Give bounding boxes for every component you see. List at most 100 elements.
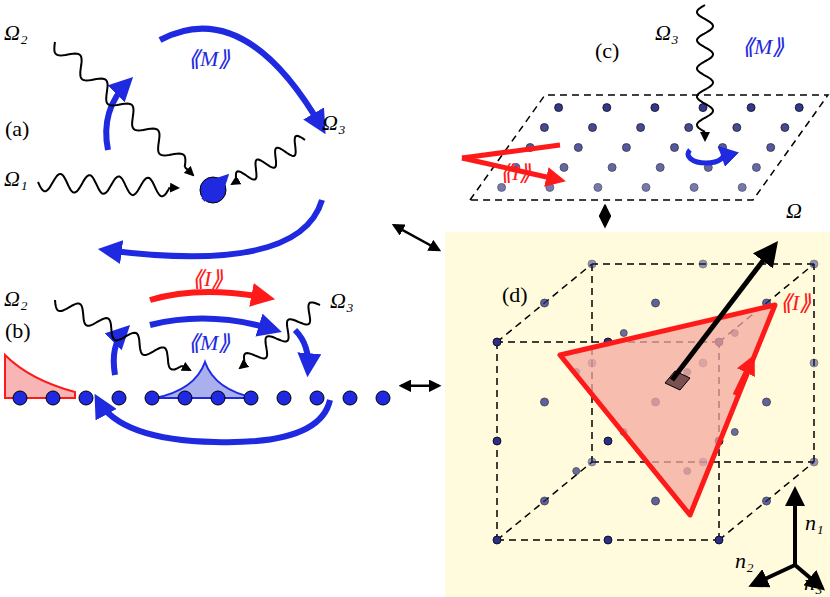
symbol-label: Ω₃	[330, 290, 354, 312]
site-dot	[498, 183, 506, 191]
light-wave	[55, 300, 182, 370]
site-dot	[747, 104, 755, 112]
panel-label: (c)	[595, 40, 619, 62]
site-dot	[781, 124, 789, 132]
site-dot	[795, 104, 803, 112]
axis-n1	[793, 490, 797, 565]
site-dot	[763, 398, 771, 406]
symbol-label: Ω₃	[655, 22, 679, 44]
site-dot	[541, 497, 549, 505]
red-triangle	[560, 305, 775, 515]
double-arrow	[401, 385, 439, 388]
site-dot	[622, 144, 630, 152]
symbol-label: Ω⃗	[786, 200, 819, 222]
light-waves	[38, 5, 713, 370]
blue-arrow	[98, 400, 330, 442]
site-dot	[112, 391, 126, 405]
light-wave	[54, 42, 185, 167]
wave-arrow	[704, 132, 706, 140]
site-dot	[810, 359, 818, 367]
site-dot	[603, 104, 611, 112]
site-dot	[376, 391, 390, 405]
site-dot	[652, 299, 660, 307]
wave-arrow	[182, 366, 190, 370]
site-dot	[178, 391, 192, 405]
site-dot	[555, 104, 563, 112]
wave-arrow	[170, 187, 178, 189]
symbol-label: ⟪I⟫	[500, 162, 531, 184]
axis-n2	[752, 565, 795, 585]
site-dot	[277, 391, 291, 405]
site-dot	[767, 144, 775, 152]
site-dot	[541, 398, 549, 406]
site-dot	[493, 536, 501, 544]
blue-arrow	[150, 319, 275, 330]
light-wave	[244, 302, 320, 364]
cube-edge	[497, 462, 592, 540]
spin-arrow	[203, 178, 225, 200]
site-dot	[731, 429, 738, 436]
wave-arrow	[185, 167, 193, 175]
site-dot	[546, 183, 554, 191]
site-dot	[752, 163, 760, 171]
blue-arrow	[160, 29, 322, 128]
blue-arrow	[295, 330, 308, 370]
site-chain	[13, 391, 390, 405]
panel: (d)	[445, 232, 830, 597]
site-dot	[244, 391, 258, 405]
blue-circulation	[688, 150, 724, 163]
site-dot	[656, 163, 664, 171]
site-dot	[588, 458, 596, 466]
symbol-label: ⟪M⟫	[188, 48, 230, 70]
site-dot	[715, 536, 723, 544]
panel-a-art	[105, 29, 322, 257]
symbol-label: ⟪I⟫	[192, 268, 223, 290]
site-dot	[13, 391, 27, 405]
cube-edge	[719, 462, 814, 540]
cube-edge	[497, 264, 592, 342]
cube-lattice	[493, 260, 818, 544]
site-dot	[211, 391, 225, 405]
symbol-label: n₂	[735, 550, 754, 572]
symbol-label: Ω₁	[4, 168, 28, 190]
panel-label: (b)	[5, 320, 31, 342]
red-path	[462, 145, 560, 158]
symbol-label: Ω₂	[4, 288, 28, 310]
symbol-label: Ω₃	[322, 112, 346, 134]
site-dot	[642, 183, 650, 191]
double-arrow	[604, 206, 607, 226]
spin-particle	[200, 177, 226, 203]
panel-d-ground	[445, 232, 830, 597]
site-dot	[738, 183, 746, 191]
site-dot	[620, 330, 627, 337]
site-dot	[810, 260, 818, 268]
site-dot	[310, 391, 324, 405]
panel-c-art	[462, 95, 828, 200]
light-wave	[38, 174, 170, 196]
wave-arrow	[232, 181, 236, 184]
symbol-label: ⟪M⟫	[742, 36, 784, 58]
symbol-label: Ω₂	[4, 22, 28, 44]
symbol-label: n₃	[804, 572, 823, 594]
site-dot	[594, 183, 602, 191]
site-dot	[589, 124, 597, 132]
site-dot	[604, 437, 612, 445]
site-dot	[637, 124, 645, 132]
site-dot	[608, 163, 616, 171]
site-dot	[79, 391, 93, 405]
site-dot	[573, 468, 580, 475]
site-dot	[574, 144, 582, 152]
symbol-label: n₁	[805, 512, 824, 534]
site-dot	[493, 437, 501, 445]
site-dot	[560, 163, 568, 171]
red-arrow	[735, 360, 752, 395]
site-dot	[343, 391, 357, 405]
site-dot	[540, 124, 548, 132]
site-dot	[493, 338, 501, 346]
site-dot	[145, 391, 159, 405]
symbol-label: ⟪I⟫	[780, 292, 811, 314]
omega-vector	[672, 245, 775, 380]
site-dot	[604, 536, 612, 544]
